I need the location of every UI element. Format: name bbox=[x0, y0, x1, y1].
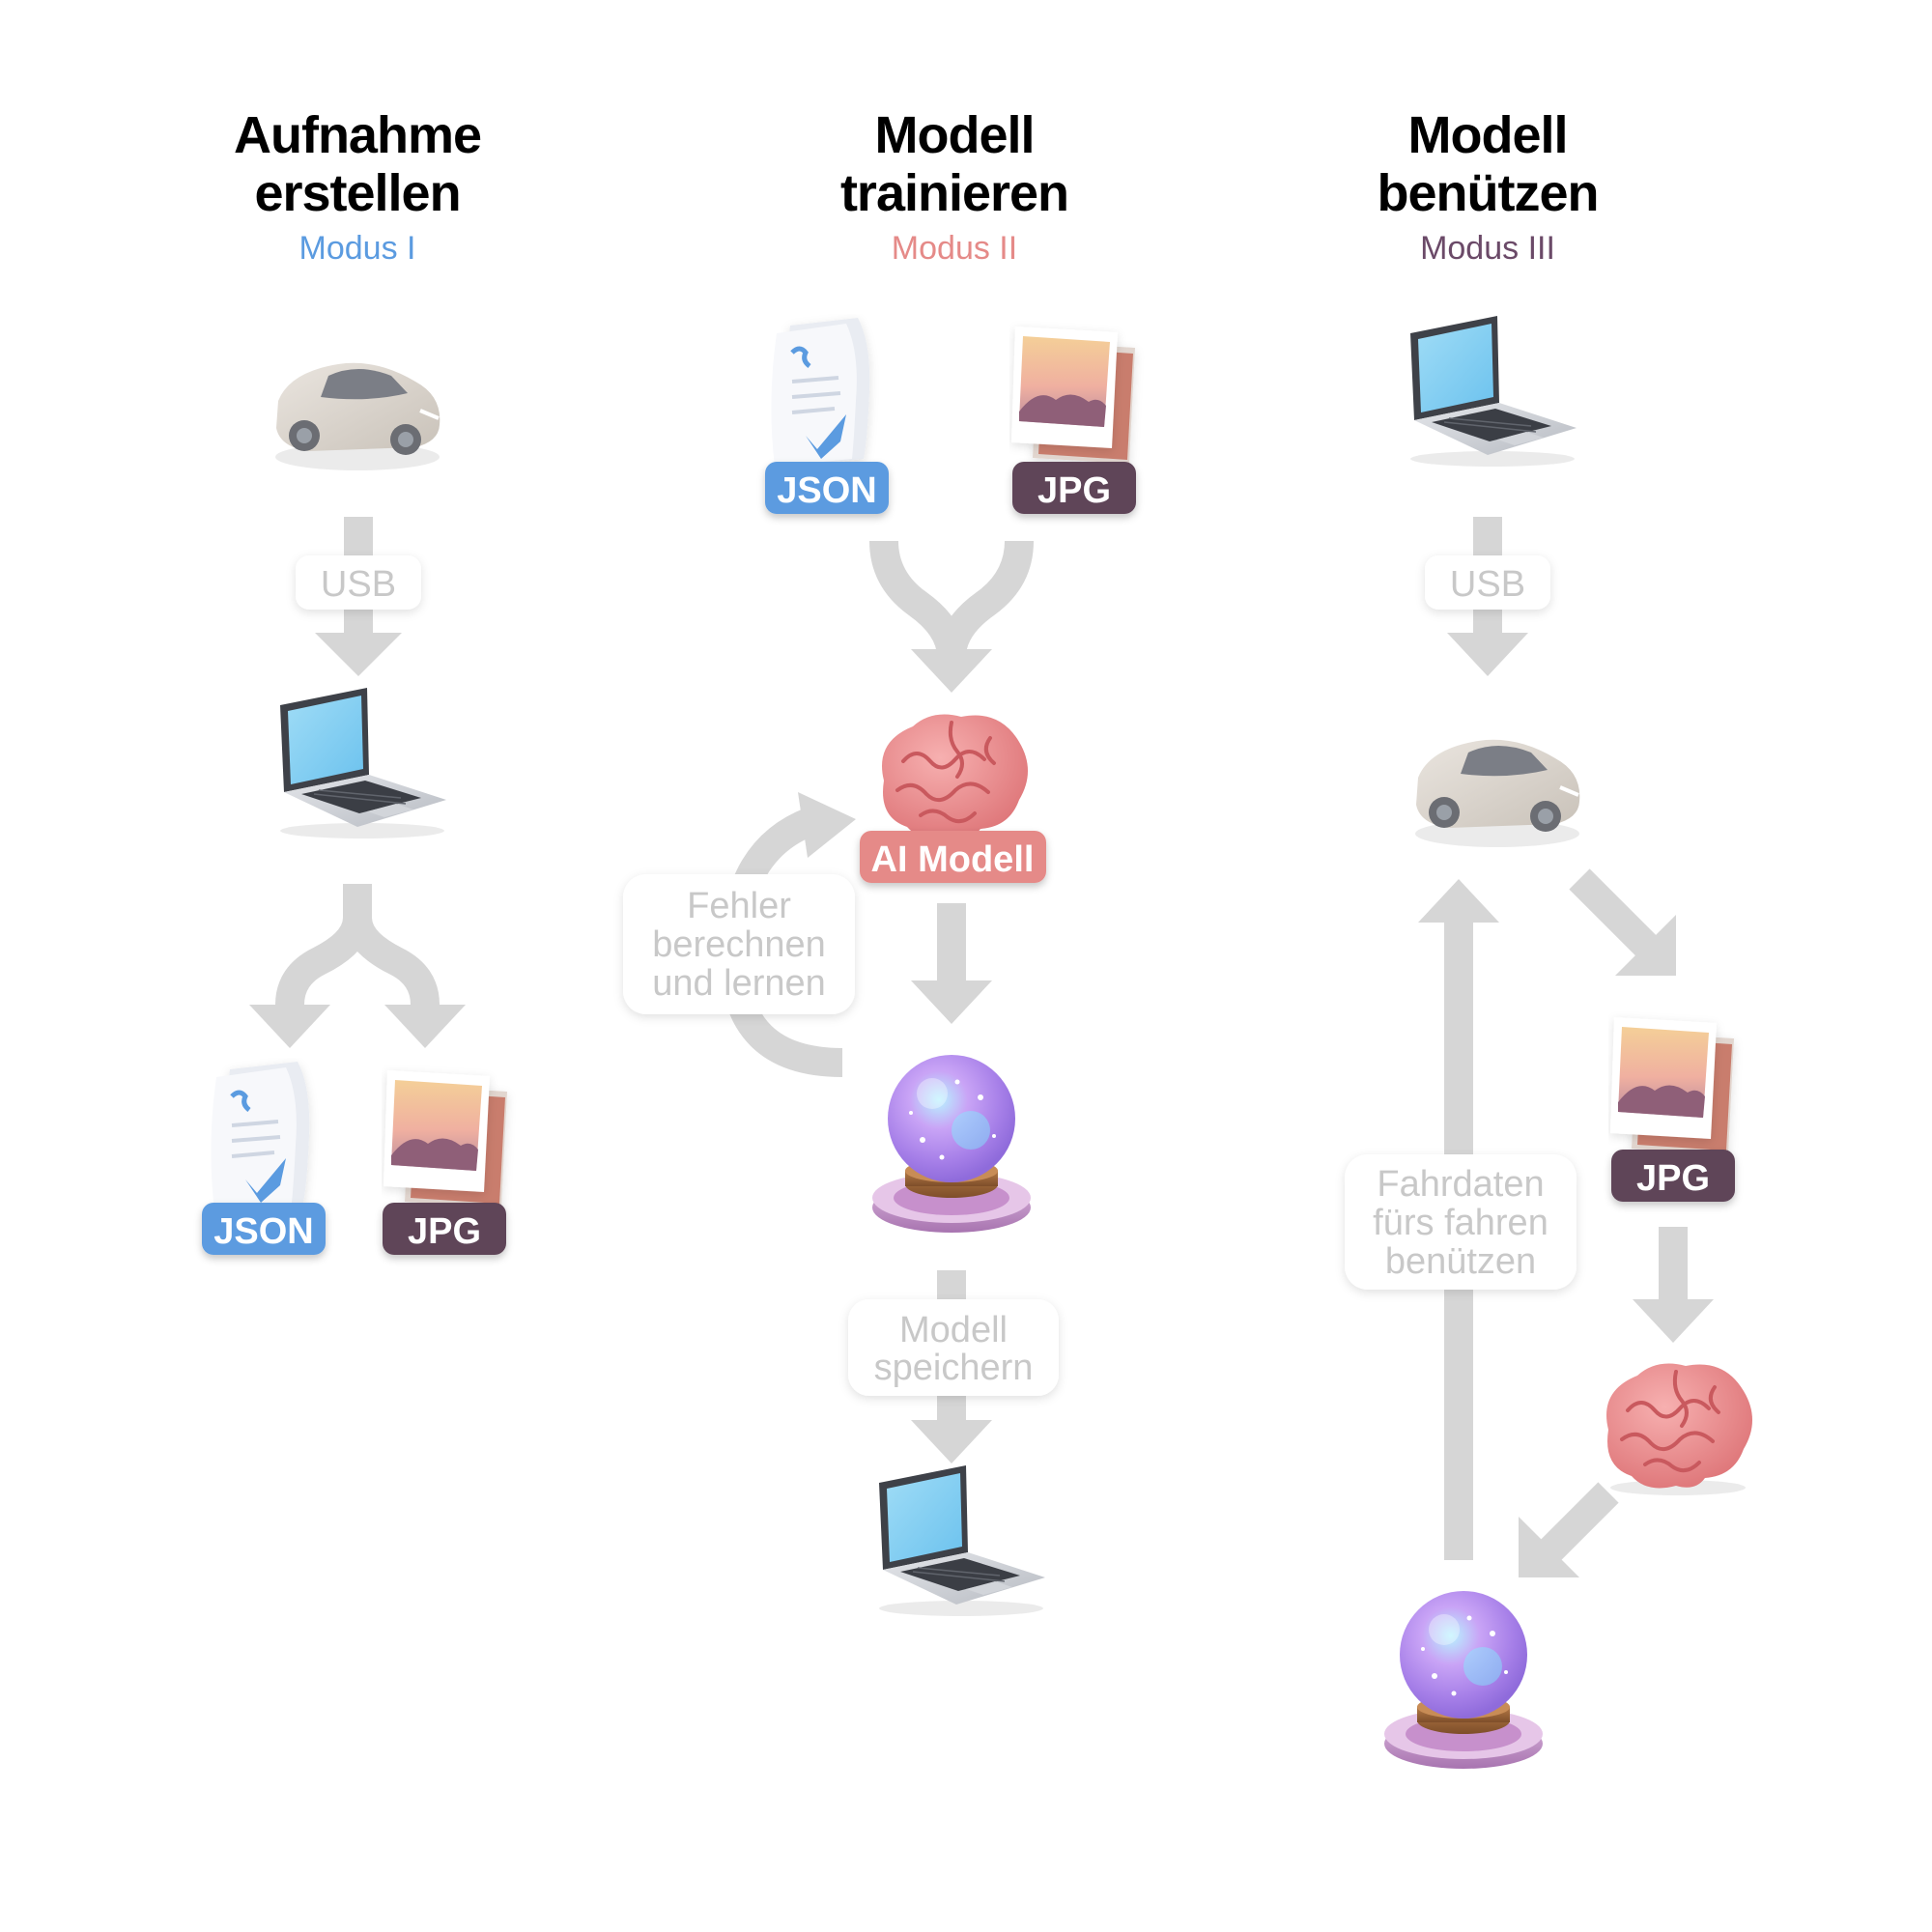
save-label-line1: Modell bbox=[899, 1310, 1008, 1350]
jpg-badge-label: JPG bbox=[1037, 470, 1111, 511]
car-icon bbox=[273, 360, 442, 472]
column-record: Aufnahme erstellen Modus I USB JSON bbox=[202, 106, 507, 1255]
document-icon bbox=[211, 1062, 309, 1210]
jpg-badge: JPG bbox=[383, 1203, 506, 1255]
drive-label-line2: fürs fahren bbox=[1373, 1203, 1548, 1243]
jpg-badge: JPG bbox=[1012, 462, 1136, 514]
model-badge-label: AI Modell bbox=[871, 839, 1035, 880]
column-2-mode: Modus II bbox=[892, 230, 1017, 267]
arrow-down bbox=[1633, 1227, 1714, 1343]
arrow-diagonal-down-right bbox=[1569, 868, 1676, 976]
drive-label-line3: benützen bbox=[1385, 1241, 1536, 1282]
json-badge: JSON bbox=[765, 462, 889, 514]
image-icon bbox=[1610, 1017, 1734, 1154]
model-badge: AI Modell bbox=[860, 831, 1046, 883]
brain-icon bbox=[880, 712, 1030, 848]
crystal-ball-icon bbox=[1384, 1591, 1543, 1769]
column-1-mode: Modus I bbox=[299, 230, 416, 267]
column-1-title-line1: Aufnahme bbox=[234, 106, 481, 164]
laptop-icon bbox=[1409, 315, 1577, 468]
brain-icon bbox=[1605, 1361, 1754, 1497]
save-label-line2: speichern bbox=[874, 1348, 1034, 1388]
json-badge-label: JSON bbox=[777, 470, 876, 511]
laptop-icon bbox=[279, 687, 447, 839]
car-icon bbox=[1413, 737, 1582, 849]
drive-label-line1: Fahrdaten bbox=[1377, 1164, 1544, 1205]
column-3-title-line2: benützen bbox=[1378, 164, 1599, 222]
save-arrow: Modell speichern bbox=[848, 1270, 1059, 1463]
save-label-box bbox=[848, 1299, 1059, 1396]
loop-label-line1: Fehler bbox=[687, 886, 791, 926]
column-2-title-line2: trainieren bbox=[840, 164, 1068, 222]
split-arrow bbox=[249, 884, 466, 1048]
jpg-badge-label: JPG bbox=[408, 1211, 481, 1252]
column-1-title-line2: erstellen bbox=[254, 164, 460, 222]
column-3-mode: Modus III bbox=[1420, 230, 1555, 267]
json-badge: JSON bbox=[202, 1203, 326, 1255]
usb-label: USB bbox=[1450, 564, 1525, 605]
jpg-badge: JPG bbox=[1611, 1150, 1735, 1202]
loop-label-line3: und lernen bbox=[652, 963, 826, 1004]
usb-label: USB bbox=[321, 564, 396, 605]
drive-label: Fahrdaten fürs fahren benützen bbox=[1345, 1154, 1577, 1290]
learning-loop-label: Fehler berechnen und lernen bbox=[623, 874, 855, 1014]
usb-label-box bbox=[296, 555, 421, 610]
crystal-ball-icon bbox=[872, 1055, 1031, 1233]
image-icon bbox=[1011, 327, 1135, 464]
arrow-down bbox=[911, 903, 992, 1024]
image-icon bbox=[384, 1070, 507, 1208]
merge-arrow bbox=[869, 540, 1034, 693]
column-3-title-line1: Modell bbox=[1408, 106, 1568, 164]
laptop-icon bbox=[878, 1464, 1046, 1617]
usb-arrow: USB bbox=[296, 517, 421, 676]
document-icon bbox=[771, 318, 869, 467]
jpg-badge-label: JPG bbox=[1636, 1158, 1710, 1199]
column-2-title-line1: Modell bbox=[875, 106, 1035, 164]
json-badge-label: JSON bbox=[213, 1211, 313, 1252]
column-use: Modell benützen Modus III USB JPG bbox=[1345, 106, 1754, 1769]
usb-label-box bbox=[1425, 555, 1550, 610]
loop-label-line2: berechnen bbox=[652, 924, 826, 965]
arrow-diagonal-down-left bbox=[1519, 1482, 1619, 1577]
usb-arrow: USB bbox=[1425, 517, 1550, 676]
column-train: Modell trainieren Modus II JSON JPG AI M… bbox=[623, 106, 1136, 1617]
